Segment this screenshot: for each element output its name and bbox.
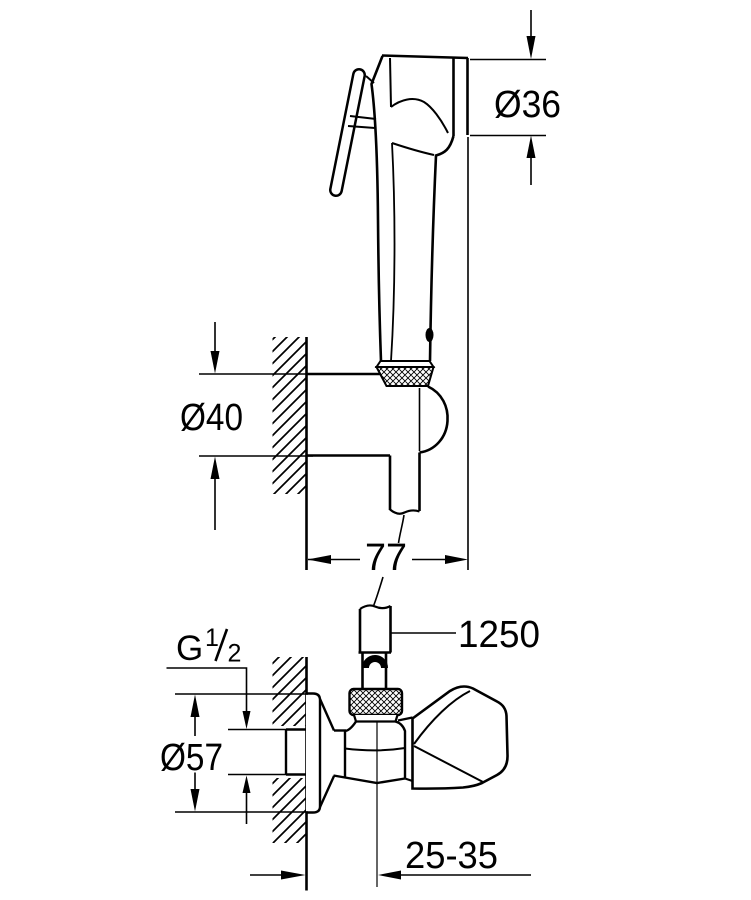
pipe-in-wall xyxy=(284,728,306,776)
handle-hook-detail xyxy=(425,328,434,342)
valve-body-bottom xyxy=(333,774,406,785)
neck-arc-lower xyxy=(391,142,435,156)
escutcheon-cone xyxy=(318,698,336,808)
dimension-thread xyxy=(166,628,287,824)
dimension-holder-projection xyxy=(307,137,469,570)
thread-fraction-slash-line xyxy=(214,628,229,662)
head-top-face xyxy=(381,54,469,60)
angle-valve xyxy=(284,685,509,887)
arrow-down-escutcheon xyxy=(190,789,200,812)
arrow-up-head xyxy=(526,135,536,158)
hose-lower xyxy=(358,576,456,689)
dimension-wall-offset xyxy=(250,870,531,880)
knob-facet-upper xyxy=(413,690,471,745)
wall-section-upper xyxy=(272,337,308,570)
hand-shower xyxy=(329,54,469,387)
head-left-edge xyxy=(370,55,384,362)
arrow-down-head xyxy=(526,36,536,59)
holder-round-end xyxy=(419,385,449,454)
arrow-right-77 xyxy=(445,555,468,564)
handle-right-edge xyxy=(428,135,455,362)
arrow-left-77 xyxy=(307,555,331,564)
dim-label-holder-projection: 77 xyxy=(365,537,407,579)
valve-knurl-nut xyxy=(348,687,404,717)
dim-label-hose-length: 1250 xyxy=(458,614,540,656)
neck-arc-upper xyxy=(390,98,449,134)
wall-holder xyxy=(306,372,449,544)
dim-label-thread-numerator: 1 xyxy=(205,624,219,652)
valve-escutcheon xyxy=(306,692,322,814)
hose-nipple-detail xyxy=(362,655,388,669)
arrow-down-holder xyxy=(210,351,220,374)
arrow-up-holder xyxy=(210,456,220,479)
dimension-escutcheon xyxy=(175,693,308,813)
wall-hatch-upper xyxy=(272,337,306,494)
dim-label-thread-letter: G xyxy=(176,629,203,668)
dimension-holder-diameter xyxy=(199,322,313,530)
arrow-up-thread xyxy=(242,775,251,793)
valve-knob xyxy=(411,685,509,790)
lever-bracket xyxy=(347,115,377,129)
valve-spout-top xyxy=(397,716,413,722)
arrow-left-offset xyxy=(378,870,401,880)
hose-thin-curve-upper xyxy=(397,514,405,544)
arrow-down-thread xyxy=(242,711,251,729)
wall-hatch-lower-top xyxy=(272,657,306,726)
knob-facet-lower xyxy=(413,745,484,783)
hose-break-edge-upper xyxy=(389,508,420,515)
ext-line-pipe xyxy=(228,728,287,776)
valve-collar xyxy=(352,714,399,723)
dim-label-holder-diameter: Ø40 xyxy=(180,397,243,439)
arrow-up-escutcheon xyxy=(190,694,200,717)
valve-body-right-edge xyxy=(395,720,407,778)
head-bevel-line xyxy=(389,57,392,108)
lever-pivot-line xyxy=(365,75,375,84)
thread-leader-line xyxy=(166,667,248,711)
dim-label-thread-denominator: 2 xyxy=(228,640,242,668)
handle-knurl-ring xyxy=(374,366,435,387)
wall-hatch-lower-bottom xyxy=(272,778,306,843)
handle-inner-line xyxy=(390,142,396,362)
dim-label-wall-offset: 25-35 xyxy=(405,835,498,877)
valve-body-seam xyxy=(344,747,406,752)
dimension-head-diameter xyxy=(470,10,546,185)
trigger-lever-fill xyxy=(331,70,364,195)
wall-section-lower xyxy=(272,657,308,891)
dim-label-escutcheon-diameter: Ø57 xyxy=(160,737,223,779)
hose-thin-curve-lower xyxy=(372,576,384,607)
arrow-right-offset xyxy=(281,870,306,880)
hose-break-edge-lower xyxy=(359,604,392,610)
dim-label-head-diameter: Ø36 xyxy=(494,84,561,126)
